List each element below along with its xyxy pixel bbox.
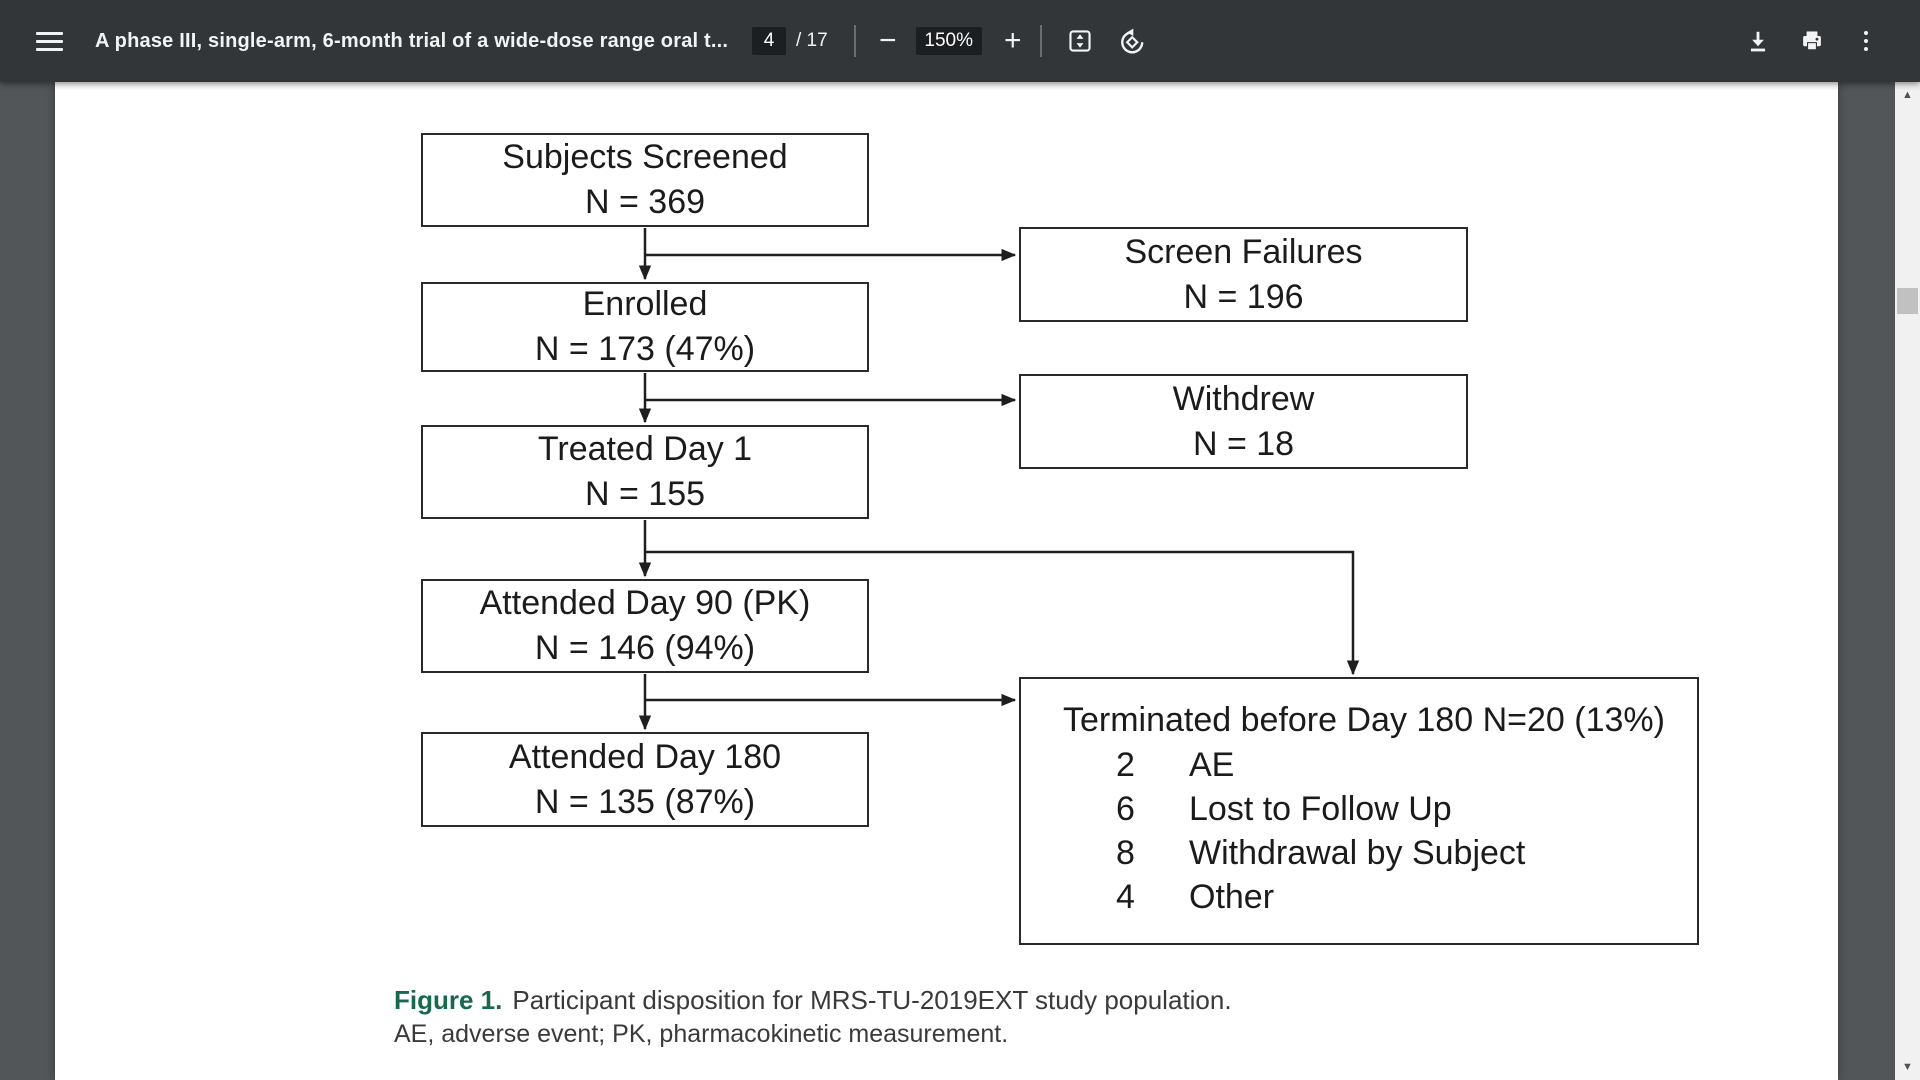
rotate-button[interactable] bbox=[1118, 27, 1146, 55]
toolbar-separator bbox=[853, 25, 856, 57]
figure-footnote: AE, adverse event; PK, pharmacokinetic m… bbox=[394, 1020, 1009, 1048]
scrollbar-thumb[interactable] bbox=[1897, 288, 1918, 314]
flow-box-enrolled: Enrolled N = 173 (47%) bbox=[421, 282, 869, 372]
page-number-input[interactable] bbox=[752, 27, 786, 55]
flow-box-attended-day90: Attended Day 90 (PK) N = 146 (94%) bbox=[421, 579, 869, 673]
zoom-level: 150% bbox=[915, 27, 982, 55]
fit-to-page-icon bbox=[1069, 30, 1091, 52]
flow-box-attended-day180: Attended Day 180 N = 135 (87%) bbox=[421, 732, 869, 827]
more-options-button[interactable] bbox=[1852, 27, 1880, 55]
zoom-in-button[interactable]: + bbox=[1000, 24, 1026, 57]
download-button[interactable] bbox=[1744, 27, 1772, 55]
scroll-up-button[interactable]: ▲ bbox=[1895, 84, 1920, 106]
pdf-viewer-area: Subjects Screened N = 369 Screen Failure… bbox=[0, 82, 1920, 1080]
fit-to-page-button[interactable] bbox=[1066, 27, 1094, 55]
pdf-page: Subjects Screened N = 369 Screen Failure… bbox=[55, 82, 1838, 1080]
print-button[interactable] bbox=[1798, 27, 1826, 55]
page-zoom-controls: / 17 − 150% + bbox=[752, 0, 1146, 82]
scrollbar-track[interactable]: ▲ ▼ bbox=[1895, 82, 1920, 1080]
flow-box-withdrew: Withdrew N = 18 bbox=[1019, 374, 1468, 469]
page-count: / 17 bbox=[796, 30, 828, 51]
scroll-down-button[interactable]: ▼ bbox=[1895, 1056, 1920, 1078]
download-icon bbox=[1750, 31, 1766, 52]
flow-box-subjects-screened: Subjects Screened N = 369 bbox=[421, 133, 869, 227]
menu-icon bbox=[35, 31, 63, 35]
figure-caption-text: Participant disposition for MRS-TU-2019E… bbox=[512, 985, 1232, 1015]
toolbar-actions bbox=[1744, 0, 1880, 82]
toolbar-separator bbox=[1039, 25, 1042, 57]
print-icon bbox=[1803, 31, 1821, 51]
more-vertical-icon bbox=[1858, 31, 1874, 51]
flow-box-screen-failures: Screen Failures N = 196 bbox=[1019, 227, 1468, 322]
menu-button[interactable] bbox=[27, 19, 71, 63]
flow-box-treated-day1: Treated Day 1 N = 155 bbox=[421, 425, 869, 519]
zoom-out-button[interactable]: − bbox=[876, 24, 900, 57]
figure-caption: Figure 1. Participant disposition for MRS… bbox=[394, 985, 1232, 1050]
terminated-title: Terminated before Day 180 N=20 (13%) bbox=[1063, 701, 1665, 739]
document-title: A phase III, single-arm, 6-month trial o… bbox=[95, 29, 729, 52]
pdf-toolbar: A phase III, single-arm, 6-month trial o… bbox=[0, 0, 1920, 82]
figure-label: Figure 1. bbox=[394, 985, 503, 1015]
rotate-counterclockwise-icon bbox=[1120, 28, 1144, 54]
